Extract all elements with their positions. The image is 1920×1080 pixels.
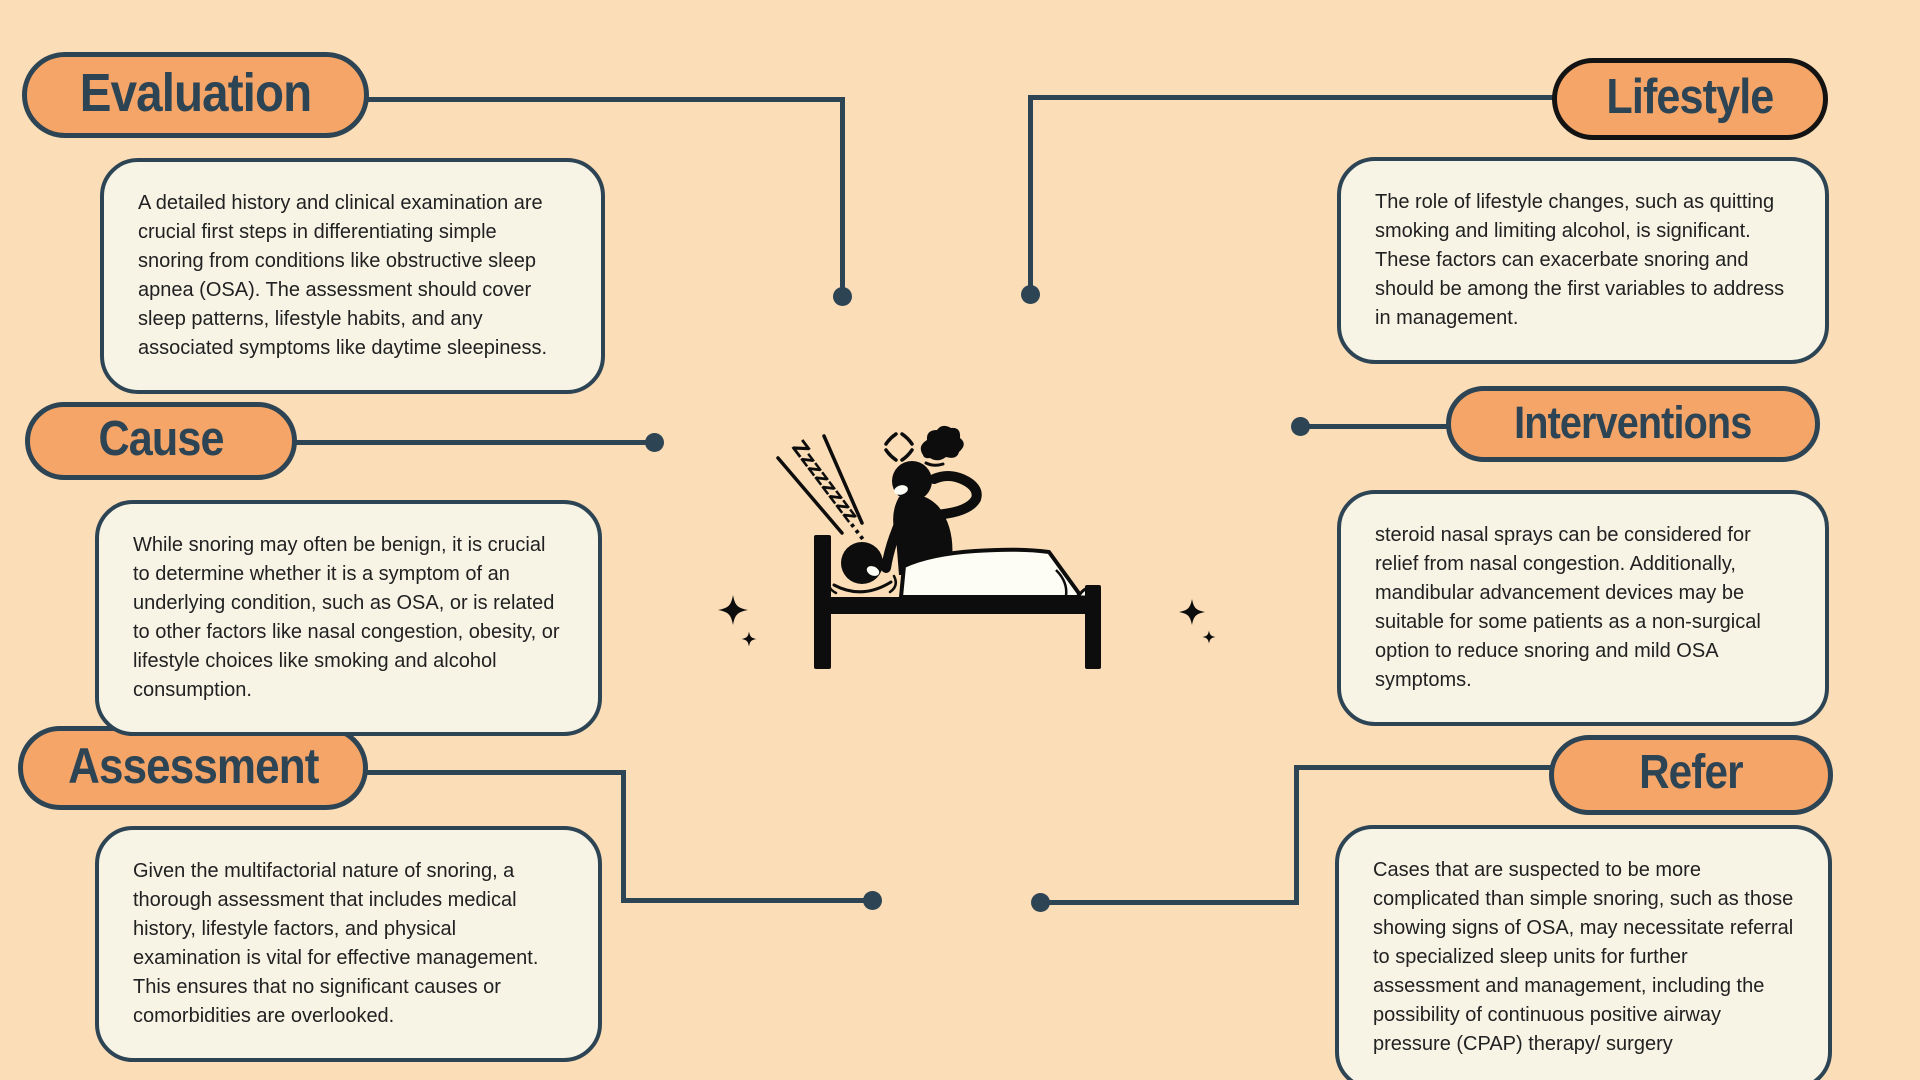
evaluation-note-text: A detailed history and clinical examinat… [138,192,548,359]
evaluation-note: A detailed history and clinical examinat… [100,158,605,394]
assessment-title-pill: Assessment [18,726,368,810]
evaluation-title-pill: Evaluation [22,52,369,138]
steam-puff-icon [920,425,964,467]
snore-rays [776,434,864,535]
cause-connector-dot [645,433,664,452]
lifestyle-connector-line [1028,95,1554,100]
evaluation-connector-dot [833,287,852,306]
assessment-note-text: Given the multifactorial nature of snori… [133,860,539,1027]
interventions-title: Interventions [1514,396,1752,448]
refer-connector-line [1042,900,1299,905]
lifestyle-note-text: The role of lifestyle changes, such as q… [1375,191,1785,329]
interventions-title-pill: Interventions [1446,386,1820,462]
lifestyle-connector-dot [1021,285,1040,304]
evaluation-title: Evaluation [79,63,312,123]
refer-note-text: Cases that are suspected to be more comp… [1373,859,1794,1055]
assessment-connector-line [621,770,626,903]
assessment-note: Given the multifactorial nature of snori… [95,826,602,1062]
refer-title-pill: Refer [1549,735,1833,815]
lifestyle-title-pill: Lifestyle [1552,58,1828,140]
sparkle-icon [718,595,757,647]
cause-title: Cause [98,411,224,466]
interventions-connector-dot [1291,417,1310,436]
assessment-connector-line [621,898,873,903]
refer-title: Refer [1639,746,1743,799]
anger-mark-icon [884,432,914,462]
lifestyle-title: Lifestyle [1606,69,1774,124]
assessment-connector-dot [863,891,882,910]
interventions-connector-line [1300,424,1448,429]
lifestyle-note: The role of lifestyle changes, such as q… [1337,157,1829,364]
blanket [899,547,1099,599]
refer-note: Cases that are suspected to be more comp… [1335,825,1832,1080]
bed-icon [814,535,1101,669]
assessment-connector-line [364,770,626,775]
lifestyle-connector-line [1028,95,1033,293]
evaluation-connector-line [366,97,845,102]
interventions-note: steroid nasal sprays can be considered f… [1337,490,1829,726]
refer-connector-dot [1031,893,1050,912]
cause-title-pill: Cause [25,402,297,480]
interventions-note-text: steroid nasal sprays can be considered f… [1375,524,1761,691]
refer-connector-line [1294,765,1552,770]
cause-connector-line [295,440,653,445]
sparkle-icon [1179,599,1216,644]
snoring-illustration: Zzzzzzzz... [718,425,1216,669]
refer-connector-line [1294,765,1299,905]
assessment-title: Assessment [67,738,319,794]
evaluation-connector-line [840,97,845,295]
cause-note: While snoring may often be benign, it is… [95,500,602,736]
cause-note-text: While snoring may often be benign, it is… [133,534,560,701]
